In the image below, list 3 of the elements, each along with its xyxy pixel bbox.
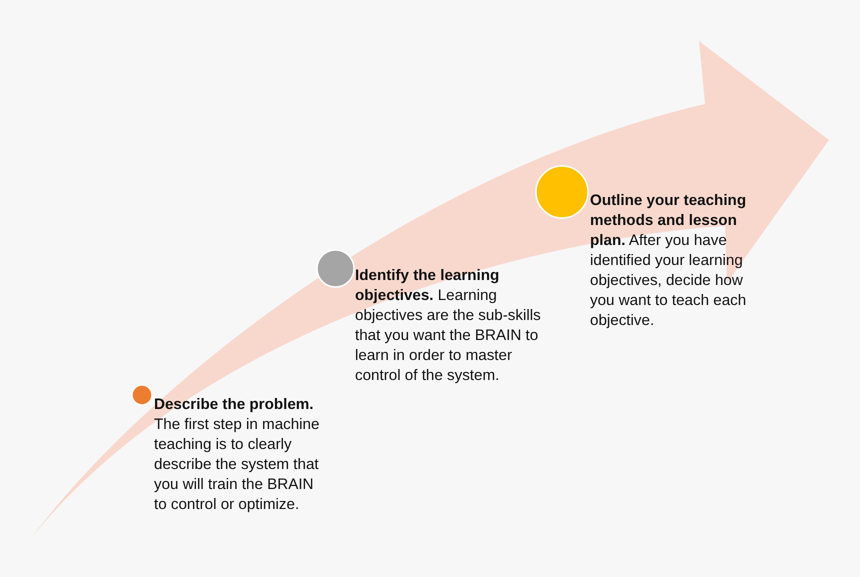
step-description: Describe the problem. The first step in machine teaching is to clearly describe the system that you will train the BRAIN to control or optimize. [154,395,320,515]
step-description: Outline your teaching methods and lesson plan. After you have identified your learning objectives, decide how you want to teach each objective. [590,191,748,331]
step-description: Identify the learning objectives. Learning objectives are the sub-skills that you want the BRAIN to learn in order to master control of the system. [355,266,542,386]
